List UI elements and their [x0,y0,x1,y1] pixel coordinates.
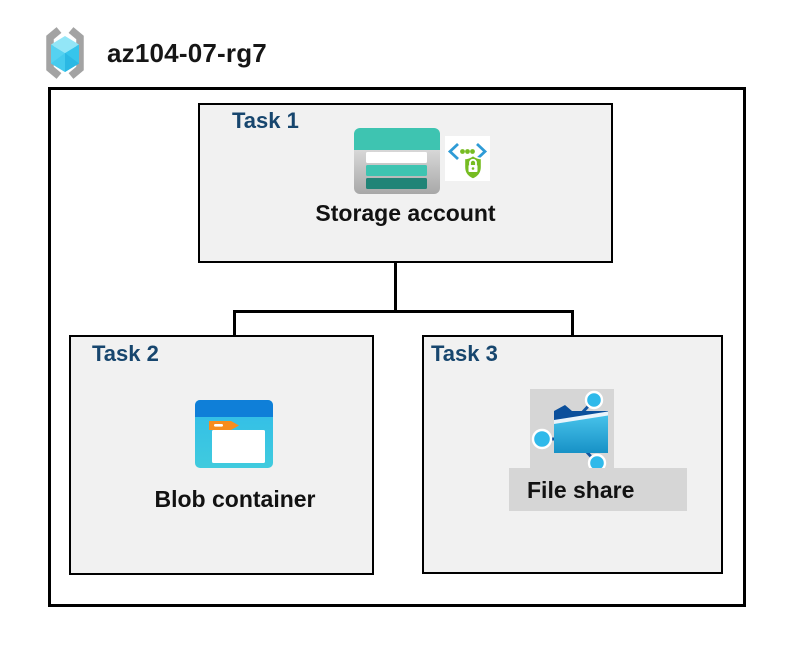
storage-account-icon [354,128,440,199]
file-share-icon [530,389,614,474]
task2-label: Task 2 [92,341,159,366]
connector-horizontal [233,310,574,313]
storage-account-label: Storage account [315,200,496,226]
connector-storage-stem [394,262,397,313]
file-share-label-background [509,468,687,511]
sas-security-badge-icon [445,136,490,186]
blob-container-label: Blob container [154,486,316,512]
resource-group-icon [37,25,93,86]
file-share-icon-background [530,389,614,473]
task3-label: Task 3 [431,341,498,366]
file-share-label: File share [527,477,635,503]
task1-label: Task 1 [232,108,299,133]
task3-box [422,335,723,574]
blob-container-icon [195,400,273,473]
resource-group-name: az104-07-rg7 [107,38,267,68]
